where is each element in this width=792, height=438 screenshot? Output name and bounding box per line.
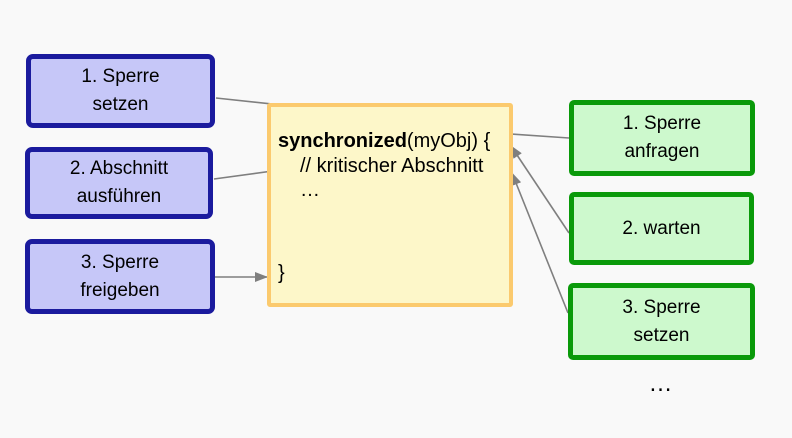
code-line-synchronized: synchronized(myObj) { <box>278 130 490 153</box>
flow-box-sperre-setzen-right: 3. Sperre setzen <box>568 283 755 360</box>
flow-box-line: freigeben <box>80 279 160 301</box>
arrow-sperre-setzen-right-to-code <box>511 172 569 314</box>
flow-box-warten: 2. warten <box>569 192 754 265</box>
flow-box-line: setzen <box>633 324 690 346</box>
flow-box-abschnitt-ausfuehren: 2. Abschnitt ausführen <box>25 147 213 219</box>
flow-box-line: 2. Abschnitt <box>69 158 169 179</box>
trailing-ellipsis: … <box>648 370 675 397</box>
arrow-warten-to-code <box>510 145 570 234</box>
flow-box-line: 1. Sperre <box>81 66 160 87</box>
code-signature-rest: (myObj) { <box>406 130 491 152</box>
code-line-closing-brace: } <box>278 262 285 284</box>
flow-box-line: 3. Sperre <box>80 251 160 273</box>
flow-box-line: 3. Sperre <box>622 296 701 318</box>
flow-box-line: setzen <box>92 94 149 115</box>
flow-box-line: 2. warten <box>622 217 701 239</box>
code-line-comment: // kritischer Abschnitt <box>300 155 484 177</box>
code-keyword: synchronized <box>278 130 407 152</box>
code-line-ellipsis: … <box>300 179 320 201</box>
flow-box-sperre-setzen: 1. Sperre setzen <box>26 54 215 128</box>
flow-box-sperre-anfragen: 1. Sperre anfragen <box>569 100 755 176</box>
flow-box-sperre-freigeben: 3. Sperre freigeben <box>25 239 215 314</box>
flow-box-line: anfragen <box>624 141 700 162</box>
flow-box-line: 1. Sperre <box>622 113 702 134</box>
code-box: synchronized(myObj) { // kritischer Absc… <box>267 103 513 307</box>
flow-box-line: ausführen <box>76 186 162 207</box>
